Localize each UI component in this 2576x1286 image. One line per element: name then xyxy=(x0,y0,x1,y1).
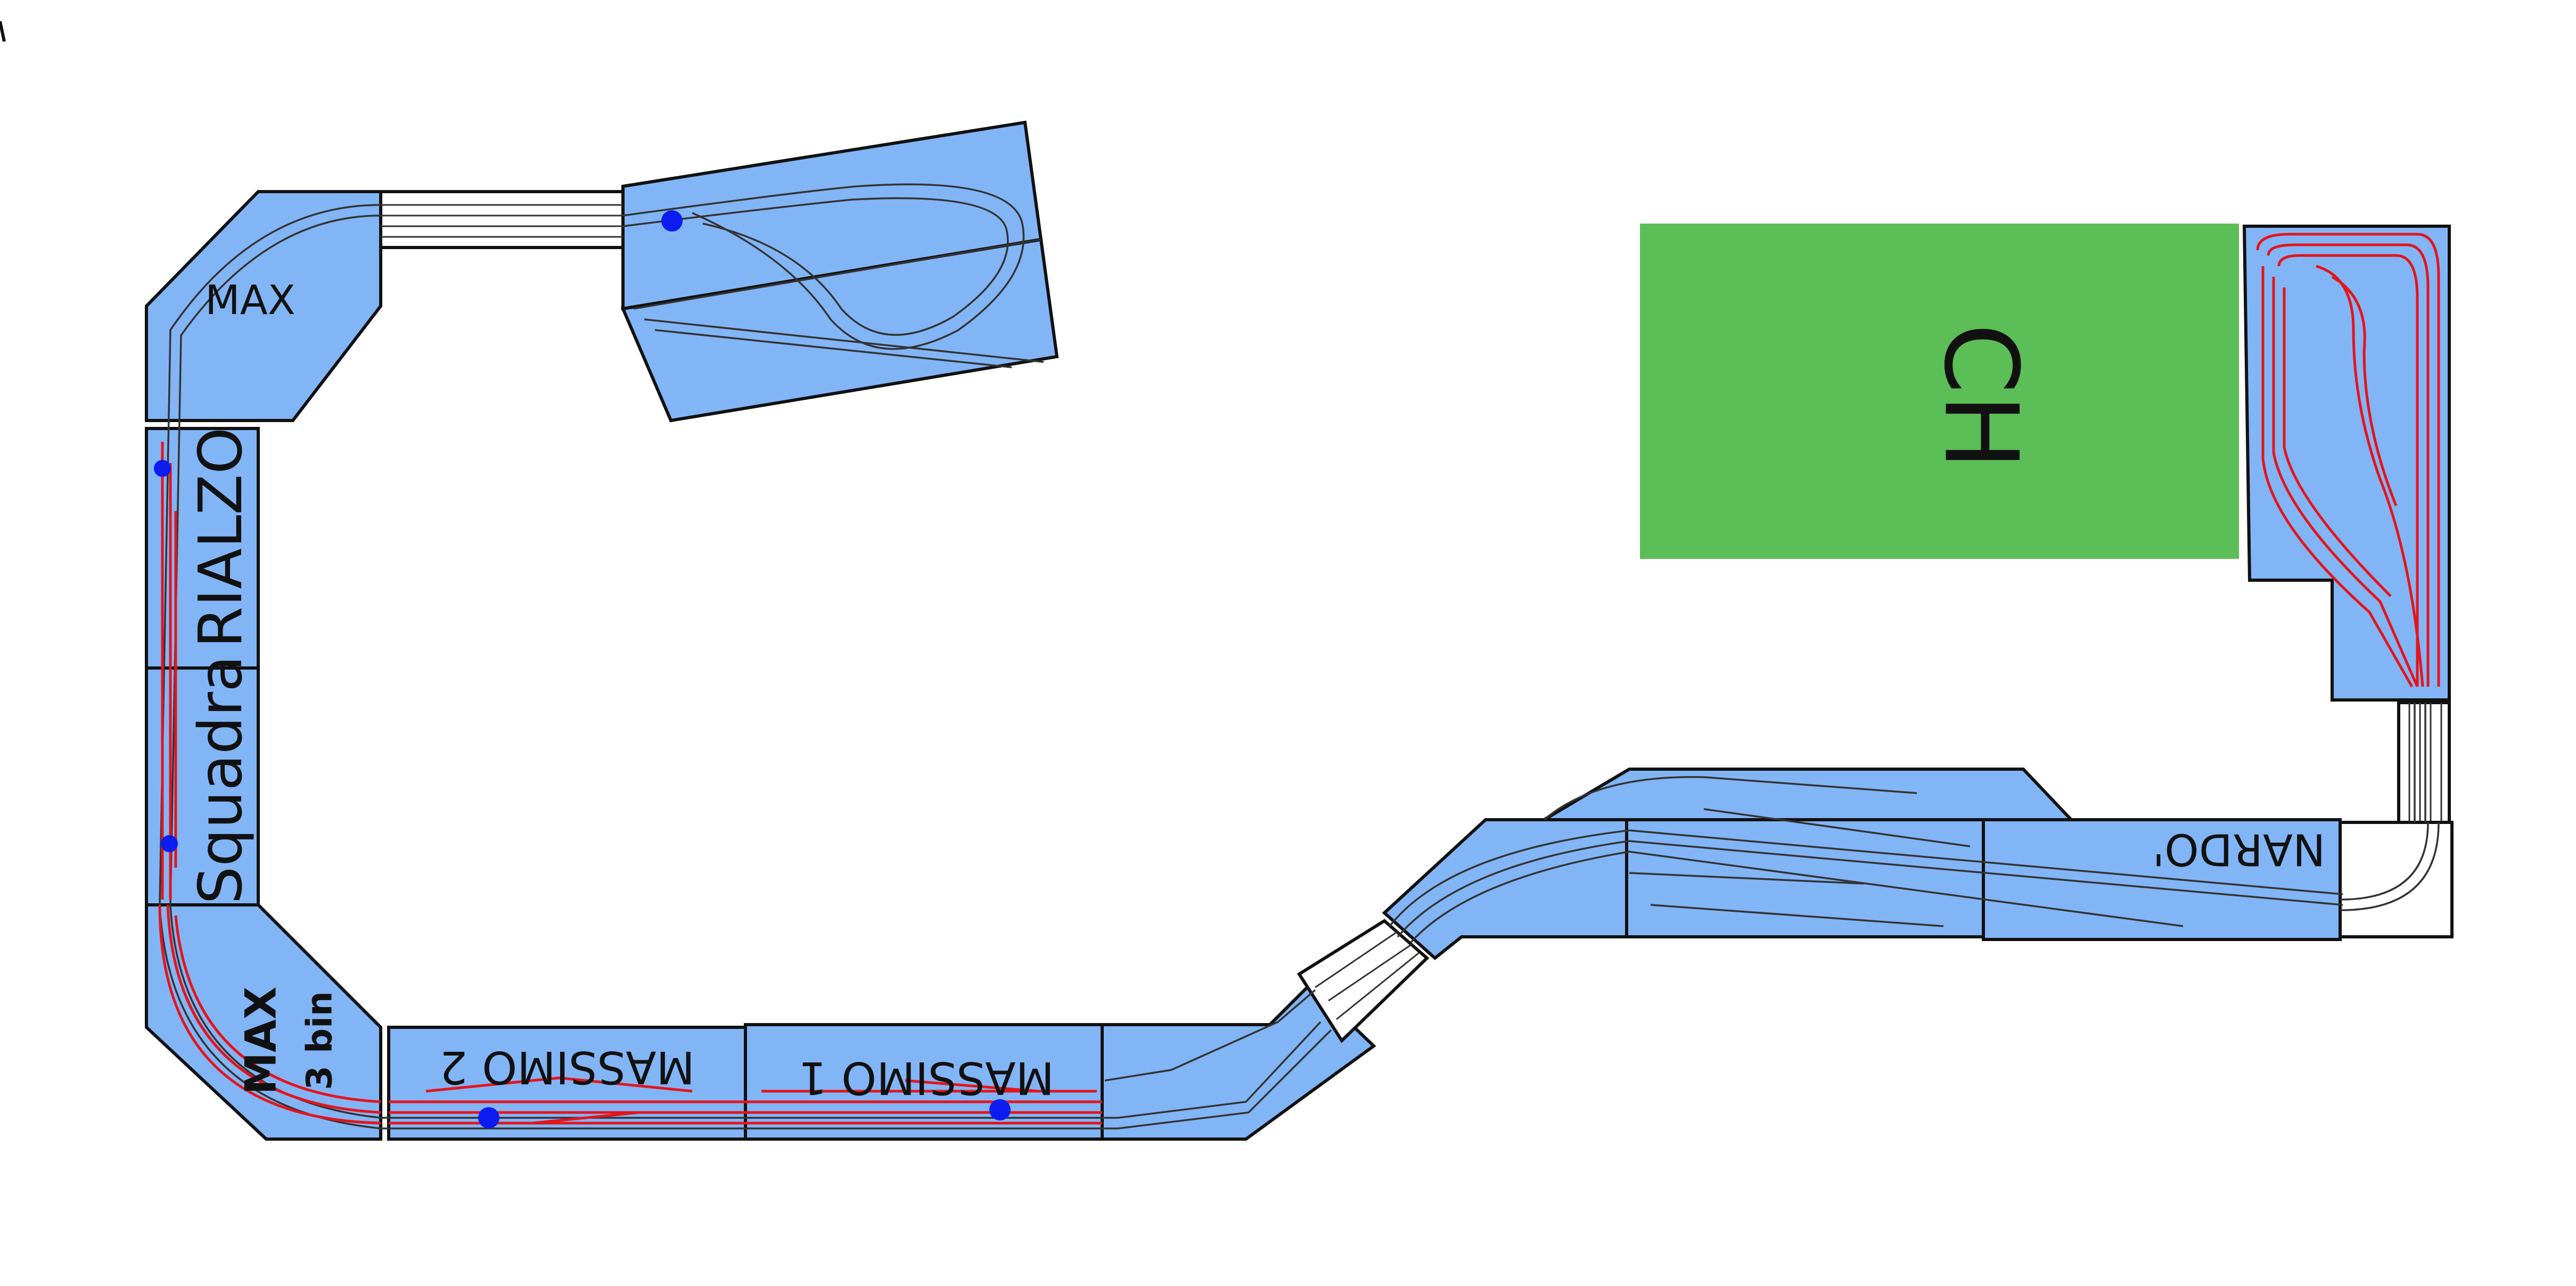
label-nardo: NARDO' xyxy=(2153,824,2326,875)
ch-label: CH xyxy=(1922,323,2040,470)
bridge-diagonal xyxy=(1297,919,1430,1043)
module-yard-top xyxy=(1538,768,2075,821)
bridges xyxy=(379,190,2454,1043)
marker-dot xyxy=(478,1107,499,1128)
label-massimo-1: MASSIMO 1 xyxy=(799,1052,1054,1104)
module-yard xyxy=(1625,818,1985,938)
marker-dot xyxy=(989,1099,1011,1120)
module-curve xyxy=(1382,818,1628,960)
modules xyxy=(145,120,2451,1141)
module-nardo xyxy=(1982,818,2342,941)
corner-mark xyxy=(0,21,6,42)
red-rails xyxy=(158,233,2440,1125)
label-squadra: Squadra xyxy=(186,655,256,904)
bridge-corner xyxy=(2339,821,2454,938)
label-massimo-2: MASSIMO 2 xyxy=(439,1041,695,1093)
bridge-top xyxy=(379,190,625,249)
markers xyxy=(154,210,1011,1128)
ch-area xyxy=(1640,224,2239,559)
label-max-bottom-sub: 3 bin xyxy=(299,991,340,1090)
module-max-bottom xyxy=(145,903,382,1141)
tracks xyxy=(159,183,2440,1130)
label-rialzo: RIALZO xyxy=(186,427,256,648)
marker-dot xyxy=(161,835,178,852)
marker-dot xyxy=(661,210,683,232)
label-max-top: MAX xyxy=(205,276,296,324)
marker-dot xyxy=(154,460,171,477)
module-helix xyxy=(2242,225,2451,702)
label-max-bottom: MAX xyxy=(236,986,286,1094)
